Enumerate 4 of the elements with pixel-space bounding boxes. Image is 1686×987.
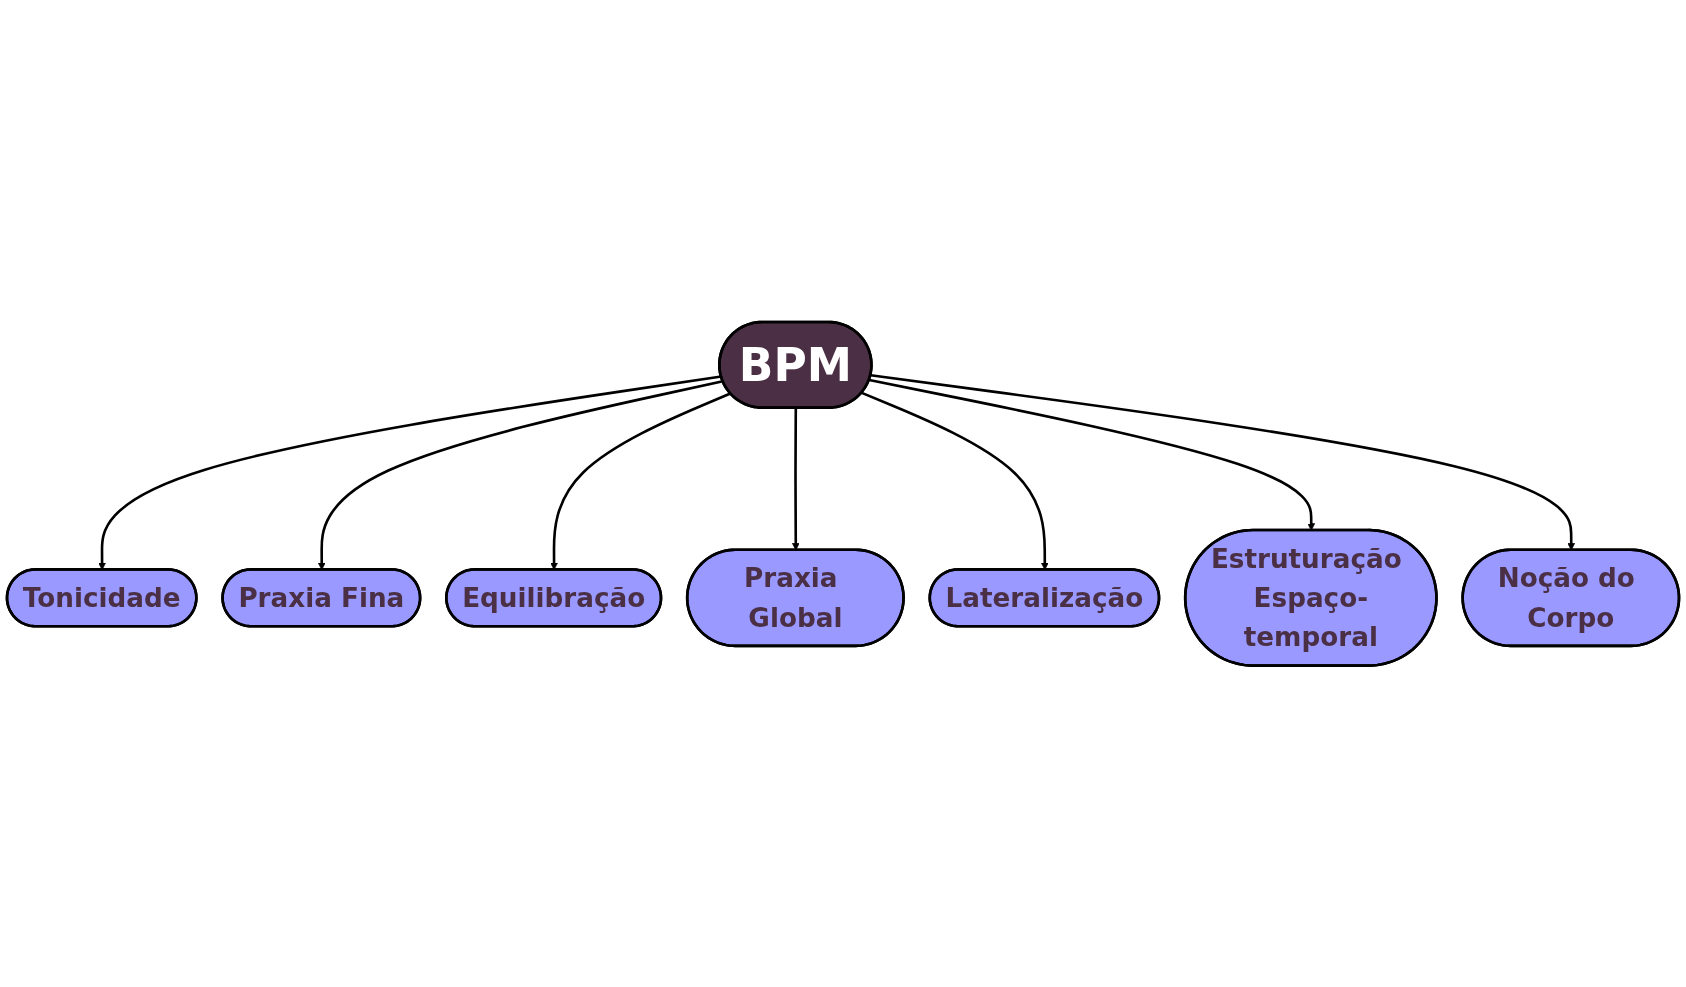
arrow <box>317 379 724 570</box>
arrow <box>861 391 1049 570</box>
arrow <box>98 374 722 570</box>
arrow <box>550 391 731 570</box>
